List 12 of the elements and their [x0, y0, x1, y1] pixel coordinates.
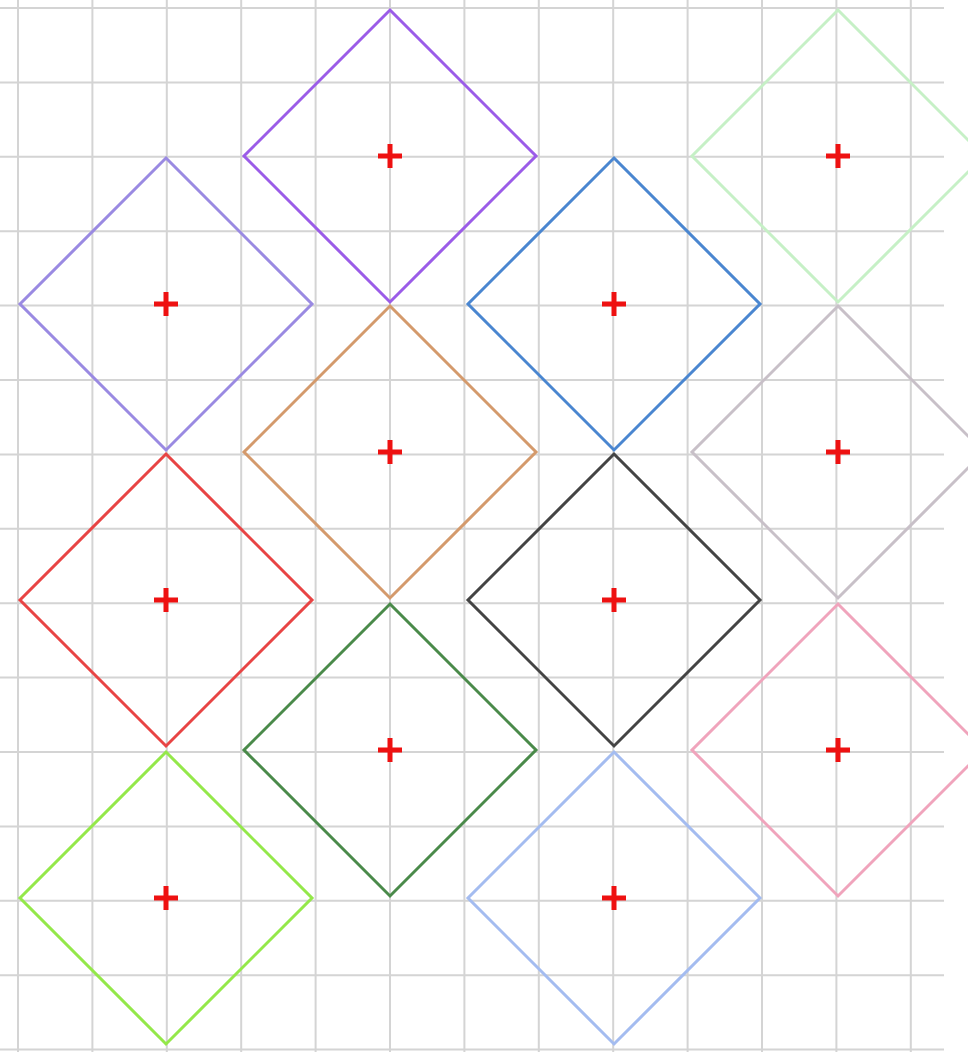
diamond-shape: [466, 452, 762, 748]
diamond-shape: [690, 304, 968, 600]
diamond-shape: [466, 156, 762, 452]
diamond-shape: [18, 156, 314, 452]
diamond-shape: [466, 750, 762, 1046]
diamond-shape: [690, 8, 968, 304]
diamond-shape: [690, 602, 968, 898]
diamond-shape: [242, 602, 538, 898]
diamond-shape: [18, 750, 314, 1046]
diamond-shape: [18, 452, 314, 748]
diamond-shape: [242, 8, 538, 304]
diamond-shape: [242, 304, 538, 600]
